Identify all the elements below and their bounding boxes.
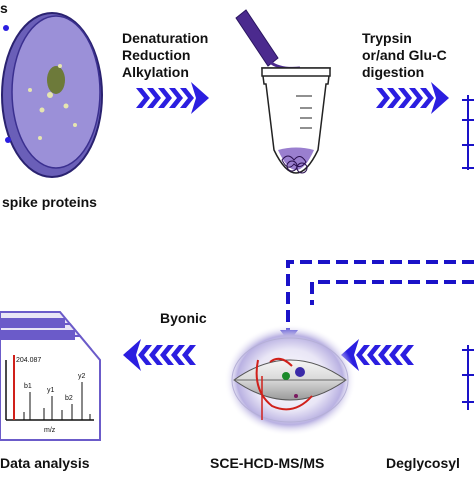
x-axis-label: m/z: [44, 427, 56, 434]
chevron-arrow-left-icon: [341, 339, 414, 371]
chevron-segment: [138, 345, 152, 365]
chevron-segment: [169, 88, 183, 108]
chevron-segment: [400, 345, 414, 365]
spike-proteins-caption: spike proteins: [2, 194, 97, 210]
step3-line3: digestion: [362, 64, 425, 80]
chevron-head: [123, 339, 141, 371]
chevron-arrow-left-icon: [123, 339, 196, 371]
chevron-head: [191, 82, 209, 114]
chevron-arrow-right-icon: [376, 82, 449, 114]
step3-line2: or/and Glu-C: [362, 47, 447, 63]
chevron-segment: [376, 88, 390, 108]
ion-label-b2: b2: [65, 395, 73, 402]
chevron-segment: [136, 88, 150, 108]
ion-label-y1: y1: [47, 387, 55, 394]
peak-label: 204.087: [16, 357, 41, 364]
chevron-segment: [378, 345, 392, 365]
ion-label-b1: b1: [24, 383, 32, 390]
chevron-segment: [180, 88, 194, 108]
chevron-segment: [171, 345, 185, 365]
chevron-arrow-right-icon: [136, 82, 209, 114]
chevron-segment: [160, 345, 174, 365]
deglycosylation-label-partial: Deglycosyl: [386, 455, 460, 471]
chevron-segment: [387, 88, 401, 108]
chevron-segment: [409, 88, 423, 108]
step3-line1: Trypsin: [362, 30, 412, 46]
chevron-head: [431, 82, 449, 114]
chevron-segment: [389, 345, 403, 365]
chevron-segment: [420, 88, 434, 108]
chevron-segment: [158, 88, 172, 108]
chevron-segment: [356, 345, 370, 365]
data-analysis-label: Data analysis: [0, 455, 90, 471]
column-edge-icon: [462, 95, 474, 410]
ms-method-label: SCE-HCD-MS/MS: [210, 455, 325, 471]
chevron-segment: [149, 345, 163, 365]
orbitrap-icon: [224, 324, 356, 436]
chevron-segment: [182, 345, 196, 365]
petri-dish-icon: [1, 12, 103, 178]
ion-label-y2: y2: [78, 373, 86, 380]
byonic-label: Byonic: [160, 310, 207, 326]
spectrum-stack-icon: 204.087 b1 y1 b2 y2 m/z: [0, 311, 101, 441]
chevron-segment: [147, 88, 161, 108]
microcentrifuge-tube-icon: [235, 9, 331, 174]
chevron-head: [341, 339, 359, 371]
chevron-segment: [367, 345, 381, 365]
step2-line3: Alkylation: [122, 64, 189, 80]
step2-line2: Reduction: [122, 47, 191, 63]
sample-label-partial: s: [0, 0, 8, 16]
step2-line1: Denaturation: [122, 30, 209, 46]
chevron-segment: [398, 88, 412, 108]
